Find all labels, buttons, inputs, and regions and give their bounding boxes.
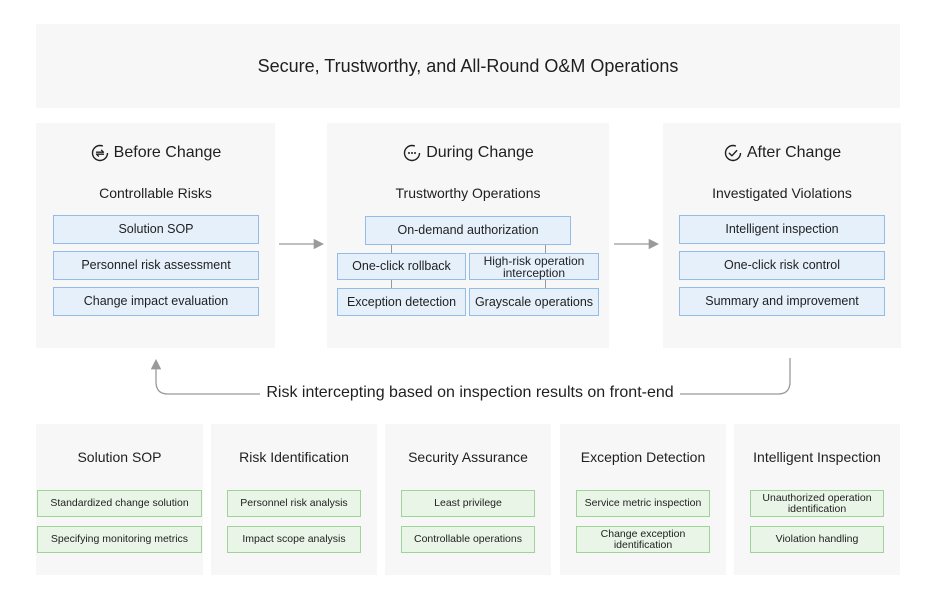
capability-title: Solution SOP [77, 449, 162, 465]
capability-title: Exception Detection [580, 449, 706, 465]
during-item-on-demand-auth: On-demand authorization [365, 216, 571, 245]
after-item-summary-improvement: Summary and improvement [679, 287, 885, 316]
banner-title: Secure, Trustworthy, and All-Round O&M O… [257, 55, 679, 76]
during-item-one-click-rollback: One-click rollback [337, 253, 466, 280]
during-change-panel: During Change Trustworthy Operations On-… [327, 123, 609, 348]
after-change-header: After Change [663, 143, 901, 163]
during-item-high-risk-interception: High-risk operation interception [469, 253, 599, 280]
capability-item: Violation handling [750, 526, 884, 553]
connector-line [391, 280, 392, 288]
capability-title: Risk Identification [239, 449, 349, 465]
capability-item: Least privilege [401, 490, 535, 517]
capability-card-solution-sop: Solution SOP Standardized change solutio… [36, 424, 203, 575]
capability-title: Intelligent Inspection [753, 449, 881, 465]
after-change-subtitle: Investigated Violations [712, 185, 852, 201]
capability-item: Impact scope analysis [227, 526, 361, 553]
capability-item: Controllable operations [401, 526, 535, 553]
before-change-panel: Before Change Controllable Risks Solutio… [36, 123, 275, 348]
capability-card-exception-detection: Exception Detection Service metric inspe… [560, 424, 726, 575]
capability-item: Personnel risk analysis [227, 490, 361, 517]
before-item-change-impact: Change impact evaluation [53, 287, 259, 316]
capability-item: Standardized change solution [37, 490, 202, 517]
during-item-grayscale-operations: Grayscale operations [469, 288, 599, 316]
capability-item: Specifying monitoring metrics [37, 526, 202, 553]
feedback-loop-label: Risk intercepting based on inspection re… [0, 384, 940, 402]
before-change-subtitle: Controllable Risks [99, 185, 212, 201]
check-cycle-icon [724, 144, 742, 162]
capability-card-risk-identification: Risk Identification Personnel risk analy… [211, 424, 377, 575]
after-change-title: After Change [746, 144, 842, 161]
after-item-one-click-risk-control: One-click risk control [679, 251, 885, 280]
refresh-cycle-icon [91, 144, 108, 162]
connector-line [545, 280, 546, 288]
during-change-subtitle: Trustworthy Operations [395, 185, 541, 201]
before-change-title: Before Change [113, 144, 222, 161]
chat-dots-cycle-icon [403, 144, 421, 162]
capability-item: Unauthorized operation identification [750, 490, 884, 517]
capability-title: Security Assurance [408, 449, 528, 465]
before-item-solution-sop: Solution SOP [53, 215, 259, 244]
capability-item: Change exception identification [576, 526, 710, 553]
after-item-intelligent-inspection: Intelligent inspection [679, 215, 885, 244]
feedback-loop-text: Risk intercepting based on inspection re… [260, 384, 680, 401]
during-item-exception-detection: Exception detection [337, 288, 466, 316]
connector-line [545, 245, 546, 253]
capability-item: Service metric inspection [576, 490, 710, 517]
during-change-title: During Change [426, 144, 534, 161]
capability-card-intelligent-inspection: Intelligent Inspection Unauthorized oper… [734, 424, 900, 575]
before-change-header: Before Change [36, 143, 275, 163]
before-item-personnel-risk: Personnel risk assessment [53, 251, 259, 280]
after-change-panel: After Change Investigated Violations Int… [663, 123, 901, 348]
banner: Secure, Trustworthy, and All-Round O&M O… [36, 24, 900, 108]
during-change-header: During Change [327, 143, 609, 163]
capability-card-security-assurance: Security Assurance Least privilege Contr… [385, 424, 551, 575]
